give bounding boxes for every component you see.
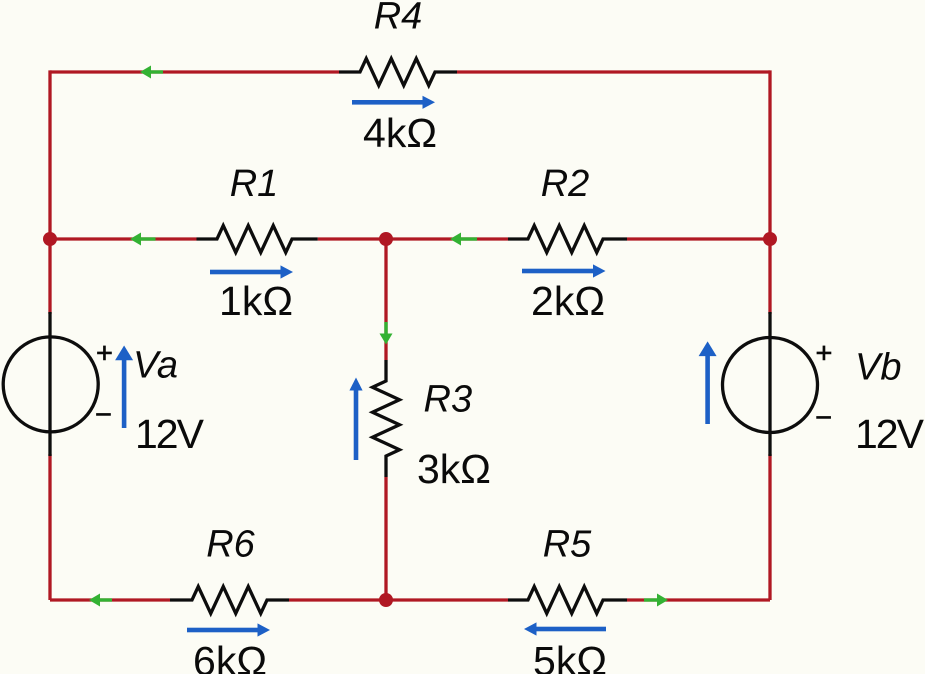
label-vb-plus: +: [816, 338, 833, 370]
direction-arrow-r5: [524, 622, 606, 636]
current-arrow-r5: [644, 593, 668, 607]
junction-dots: [43, 232, 777, 607]
source-va-symbol: [1, 312, 100, 456]
label-va-name: Va: [133, 345, 178, 387]
label-r3-value: 3kΩ: [417, 446, 491, 492]
label-r6-value: 6kΩ: [193, 638, 267, 674]
node-dot-bottom: [379, 593, 393, 607]
direction-arrow-r6: [187, 623, 270, 637]
direction-arrow-r4: [352, 95, 435, 109]
label-r2-value: 2kΩ: [531, 278, 605, 324]
label-r2-name: R2: [541, 163, 590, 205]
resistor-body-r5: [508, 582, 627, 618]
current-arrow-top: [140, 65, 163, 79]
label-va-plus: +: [96, 337, 113, 369]
direction-arrows: [115, 95, 717, 637]
label-vb-name: Vb: [855, 347, 901, 389]
label-r1-name: R1: [230, 163, 279, 205]
label-r4-name: R4: [374, 0, 423, 38]
label-va-minus: −: [95, 399, 112, 431]
direction-arrow-r1: [210, 265, 293, 279]
label-va-value: 12V: [135, 411, 205, 457]
source-vb-symbol: [720, 312, 820, 456]
labels: R4 4kΩ R1 1kΩ R2 2kΩ R3 3kΩ R6 6kΩ R5 5k…: [95, 0, 925, 674]
resistor-body-r6: [170, 582, 289, 618]
label-r1-value: 1kΩ: [219, 278, 293, 324]
resistor-body-r2: [508, 221, 627, 257]
current-arrow-r3: [379, 322, 393, 345]
resistor-body-r4: [339, 54, 457, 90]
current-arrows: [89, 65, 668, 607]
direction-arrow-vb: [698, 341, 717, 424]
label-r5-name: R5: [543, 524, 592, 566]
current-arrow-r1: [130, 232, 156, 246]
resistor-body-r1: [196, 221, 318, 257]
label-r5-value: 5kΩ: [533, 638, 607, 674]
label-r3-name: R3: [424, 379, 473, 421]
direction-arrow-va: [115, 345, 134, 428]
label-vb-value: 12V: [855, 411, 925, 457]
resistor-bodies: [170, 54, 627, 618]
node-dot-right: [763, 232, 777, 246]
node-dot-middle: [379, 232, 393, 246]
current-arrow-r2: [450, 232, 477, 246]
direction-arrow-r2: [522, 264, 606, 278]
label-r4-value: 4kΩ: [363, 110, 437, 156]
current-arrow-r6: [89, 593, 112, 607]
node-dot-left: [43, 232, 57, 246]
resistor-body-r3: [368, 360, 404, 477]
label-r6-name: R6: [206, 524, 255, 566]
direction-arrow-r3: [349, 377, 363, 460]
label-vb-minus: −: [815, 402, 832, 434]
